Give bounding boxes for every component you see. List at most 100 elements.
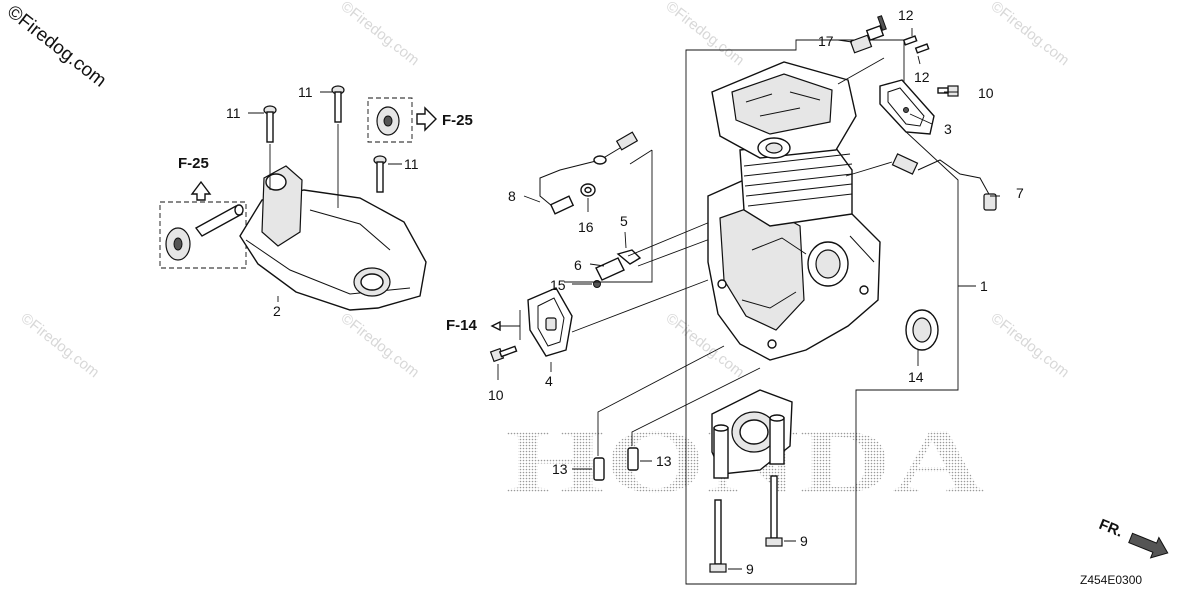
callout-11: 11 (404, 156, 419, 172)
block-rib (741, 235, 875, 309)
subassembly-box-right (367, 97, 413, 143)
rocker-arm (745, 91, 821, 117)
callout-6: 6 (574, 257, 582, 273)
front-indicator: FR. (1097, 516, 1169, 559)
callout-8: 8 (508, 188, 516, 204)
callout-1: 1 (980, 278, 988, 294)
tube-end (234, 204, 244, 216)
watermark: ©Firedog.com (663, 0, 748, 69)
bolt (373, 155, 387, 193)
dowel-pin (593, 457, 605, 481)
watermark: ©Firedog.com (338, 0, 423, 69)
callout-10: 10 (978, 85, 994, 101)
rocker-area (731, 73, 833, 135)
watermark: ©Firedog.com (338, 310, 423, 382)
callout-9: 9 (746, 561, 754, 577)
watermark: ©Firedog.com (988, 0, 1073, 69)
sensor-connector (615, 131, 639, 151)
sensor-gasket-group: F-14 8 16 5 6 15 4 10 (446, 131, 719, 403)
callout-12: 12 (914, 69, 930, 85)
bearing-bore-inner (739, 419, 769, 445)
ref-f14: F-14 (446, 317, 478, 334)
sensor-wire (539, 147, 621, 207)
diagram-code: Z454E0300 (1080, 573, 1142, 587)
connecting-line (564, 149, 653, 283)
corner-watermark: ©Firedog.com (3, 1, 110, 91)
oil-seal-inner (912, 317, 932, 343)
stud (914, 43, 930, 54)
arrow-left-icon (490, 320, 501, 332)
callout-5: 5 (620, 213, 628, 229)
callout-7: 7 (1016, 185, 1024, 201)
wire-grommet (593, 155, 607, 165)
front-indicator-label: FR. (1097, 516, 1126, 541)
sensor-body (549, 195, 575, 215)
callout-15: 15 (550, 277, 566, 293)
mount-hole (717, 279, 727, 289)
callout-11: 11 (298, 84, 313, 100)
leader-line (269, 124, 339, 208)
pulley-hub-right (383, 115, 393, 127)
crank-bore (815, 249, 841, 279)
dowel-pin (627, 447, 639, 471)
callout-4: 4 (545, 373, 553, 389)
bolt (709, 499, 727, 573)
temp-sensor-wire (917, 159, 991, 197)
connecting-line (597, 345, 761, 456)
gasket-plate-inner (537, 297, 565, 347)
callout-11: 11 (226, 105, 241, 121)
bolt (489, 345, 518, 363)
cooling-fins (743, 153, 853, 207)
watermark: ©Firedog.com (988, 310, 1073, 382)
callout-9: 9 (800, 533, 808, 549)
watermark: ©Firedog.com (18, 310, 103, 382)
head-gasket-inner (887, 87, 925, 127)
cylinder-block-assembly: 17 12 12 10 3 7 1 14 13 13 9 9 (552, 7, 1024, 585)
leader-line (572, 28, 1000, 570)
arrow-right-icon (1128, 532, 1169, 559)
arrow-right-icon (416, 106, 437, 132)
pulley-hub (173, 237, 183, 251)
callout-14: 14 (908, 369, 924, 385)
connecting-line (837, 57, 893, 177)
callout-13: 13 (552, 461, 568, 477)
bolt (765, 475, 783, 547)
flange-leg-top (713, 424, 729, 432)
callout-3: 3 (944, 121, 952, 137)
arrow-up-icon (190, 180, 212, 201)
group-outline (685, 39, 959, 585)
head-cover-rib (309, 209, 391, 251)
flange-leg (769, 417, 785, 465)
spark-plug-hole (765, 142, 783, 154)
leader-line (248, 91, 402, 302)
head-gasket (879, 79, 935, 135)
bolt (331, 85, 345, 123)
connecting-line (571, 221, 719, 333)
callout-17: 17 (818, 33, 834, 49)
callout-12: 12 (898, 7, 914, 23)
boss-hole (265, 173, 287, 191)
mount-hole (767, 339, 777, 349)
gasket-hole (903, 107, 909, 113)
callout-10: 10 (488, 387, 504, 403)
temp-sensor-plug (983, 193, 997, 211)
washer-hole (584, 186, 592, 194)
stud (902, 35, 918, 46)
head-cover-assembly: F-25 F-25 (159, 84, 473, 319)
temp-sensor (891, 153, 919, 175)
spark-plug (849, 15, 887, 54)
ref-f25-right: F-25 (442, 112, 473, 129)
flange-leg (713, 427, 729, 479)
bolt (937, 85, 959, 97)
callout-13: 13 (656, 453, 672, 469)
subassembly-box-left (159, 201, 247, 269)
oil-filler-hole (360, 273, 384, 291)
flange-leg-top (769, 414, 785, 422)
callout-2: 2 (273, 303, 281, 319)
callout-16: 16 (578, 219, 594, 235)
mount-hole (859, 285, 869, 295)
leader-line (497, 195, 627, 380)
plate (595, 257, 625, 281)
bolt (263, 105, 277, 143)
